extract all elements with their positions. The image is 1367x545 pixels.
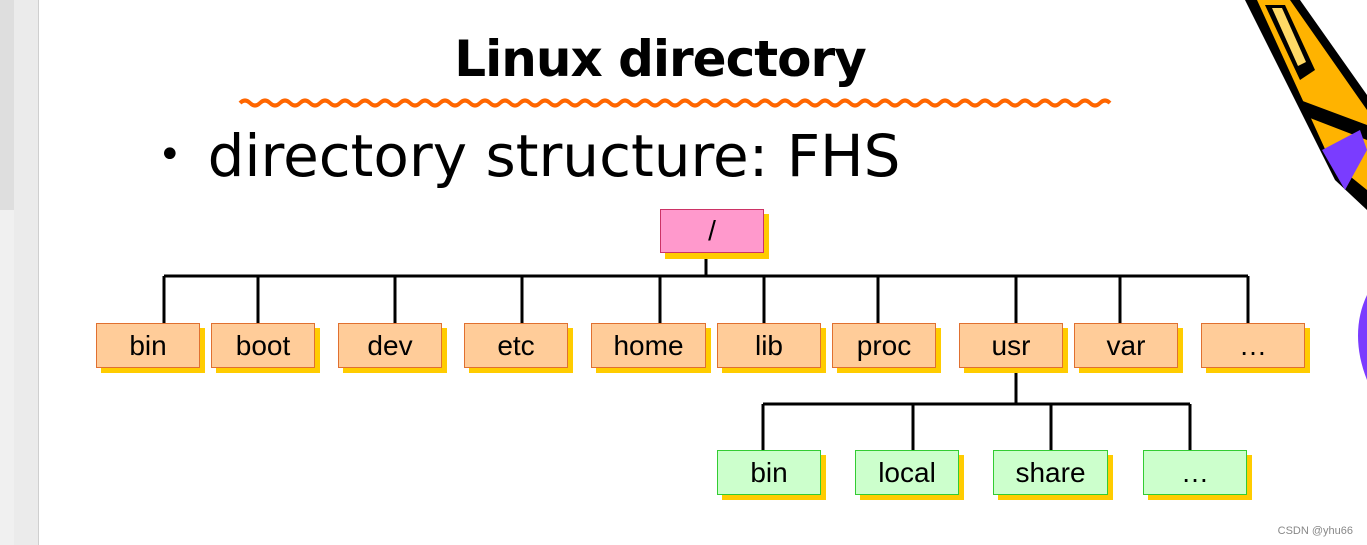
dir-node-var: var bbox=[1074, 323, 1178, 368]
dir-node-etc: etc bbox=[464, 323, 568, 368]
title-wavy-underline bbox=[238, 98, 1112, 108]
scrollbar-thumb[interactable] bbox=[0, 0, 14, 210]
dir-node-dev: dev bbox=[338, 323, 442, 368]
slide-title: Linux directory bbox=[454, 30, 867, 88]
usr-node-share: share bbox=[993, 450, 1108, 495]
usr-node-bin: bin bbox=[717, 450, 821, 495]
dir-node-boot: boot bbox=[211, 323, 315, 368]
usr-node-more: … bbox=[1143, 450, 1247, 495]
slide-margin-panel bbox=[14, 0, 39, 545]
watermark: CSDN @yhu66 bbox=[1277, 525, 1353, 537]
pencil-clipart-icon bbox=[1245, 0, 1367, 380]
tree-connectors bbox=[162, 253, 1250, 450]
bullet-dot-icon: • bbox=[158, 132, 182, 178]
dir-node-home: home bbox=[591, 323, 706, 368]
dir-node-usr: usr bbox=[959, 323, 1063, 368]
dir-node-proc: proc bbox=[832, 323, 936, 368]
bullet-text: directory structure: FHS bbox=[207, 122, 901, 190]
bullet-item: • directory structure: FHS bbox=[158, 122, 900, 190]
dir-node-bin: bin bbox=[96, 323, 200, 368]
dir-node-more: … bbox=[1201, 323, 1305, 368]
usr-node-local: local bbox=[855, 450, 959, 495]
dir-node-lib: lib bbox=[717, 323, 821, 368]
root-node: / bbox=[660, 209, 764, 253]
